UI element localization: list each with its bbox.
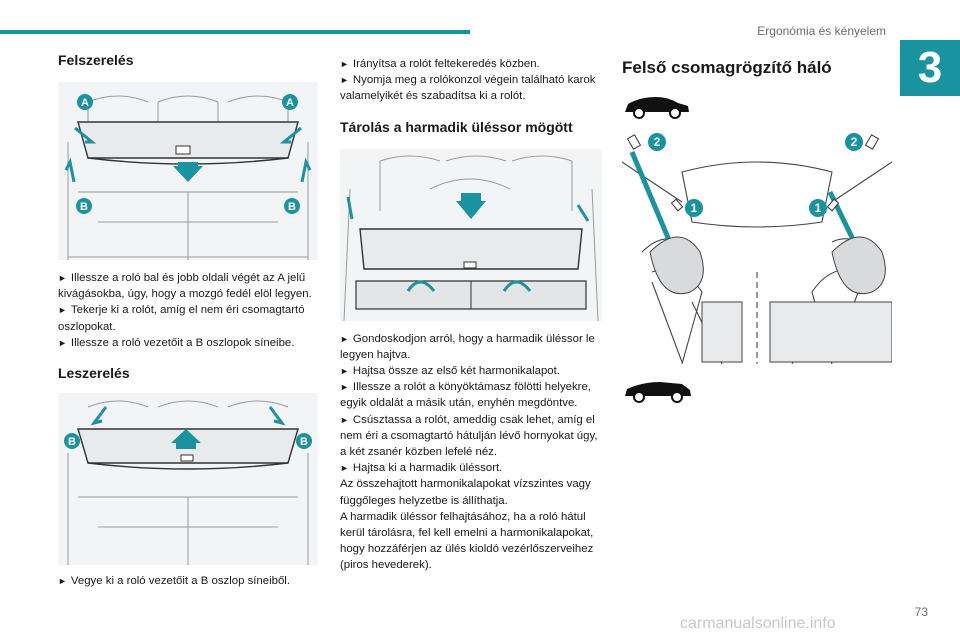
storage-note: A harmadik üléssor felhajtásához, ha a r… <box>340 510 594 572</box>
chapter-number-badge: 3 <box>900 40 960 96</box>
remove-illustration: B B <box>58 393 318 566</box>
storage-step: ►Illessze a rolót a könyöktámasz fölötti… <box>340 381 591 410</box>
storage-step: ►Hajtsa ki a harmadik üléssort. <box>340 462 503 475</box>
storage-heading: Tárolás a harmadik üléssor mögött <box>340 118 573 135</box>
header-accent-bar <box>0 30 470 34</box>
label-1-right: 1 <box>815 201 822 215</box>
page-number: 73 <box>914 605 928 619</box>
storage-step: ►Csúsztassa a rolót, ameddig csak lehet,… <box>340 413 598 459</box>
label-b-left: B <box>80 201 88 213</box>
label-a-right: A <box>286 97 294 109</box>
storage-steps: ►Gondoskodjon arról, hogy a harmadik ülé… <box>340 331 602 574</box>
continued-step: ►Nyomja meg a rolókonzol végein találhat… <box>340 74 596 103</box>
storage-note: Az összehajtott harmonikalapokat vízszin… <box>340 478 591 507</box>
label-2-left: 2 <box>654 135 661 149</box>
storage-step: ►Gondoskodjon arról, hogy a harmadik ülé… <box>340 332 595 361</box>
label-a-left: A <box>81 97 89 109</box>
net-anchor-illustration: 2 2 1 1 <box>622 132 892 364</box>
label-2-right: 2 <box>851 135 858 149</box>
net-heading: Felső csomagrögzítő háló <box>622 58 832 77</box>
column-right: Felső csomagrögzítő háló 2 2 1 1 <box>622 58 897 404</box>
continued-steps: ►Irányítsa a rolót feltekeredés közben. … <box>340 56 602 105</box>
install-step: ►Tekerje ki a rolót, amíg el nem éri cso… <box>58 304 305 333</box>
install-illustration: A A B B <box>58 82 318 260</box>
install-step: ►Illessze a roló bal és jobb oldali végé… <box>58 272 312 301</box>
install-step: ►Illessze a roló vezetőit a B oszlopok s… <box>58 336 295 349</box>
continued-step: ►Irányítsa a rolót feltekeredés közben. <box>340 58 540 70</box>
remove-heading: Leszerelés <box>58 365 130 382</box>
label-b-right: B <box>288 201 296 213</box>
label-1-left: 1 <box>691 201 698 215</box>
chapter-title: Ergonómia és kényelem <box>757 24 886 38</box>
car-estate-icon <box>625 382 691 403</box>
label-b-right: B <box>300 436 308 448</box>
column-left: Felszerelés A A B B ►Illessze a roló bal… <box>58 52 318 589</box>
storage-step: ►Hajtsa össze az első két harmonikalapot… <box>340 365 560 378</box>
remove-steps: ►Vegye ki a roló vezetőit a B oszlop sín… <box>58 573 318 589</box>
storage-illustration <box>340 148 602 321</box>
watermark-text: carmanualsonline.info <box>680 615 836 632</box>
remove-step: ►Vegye ki a roló vezetőit a B oszlop sín… <box>58 575 291 588</box>
label-b-left: B <box>68 436 76 448</box>
column-middle: ►Irányítsa a rolót feltekeredés közben. … <box>340 56 602 574</box>
install-steps: ►Illessze a roló bal és jobb oldali végé… <box>58 270 318 351</box>
install-heading: Felszerelés <box>58 52 134 68</box>
car-suv-icon <box>625 97 689 119</box>
